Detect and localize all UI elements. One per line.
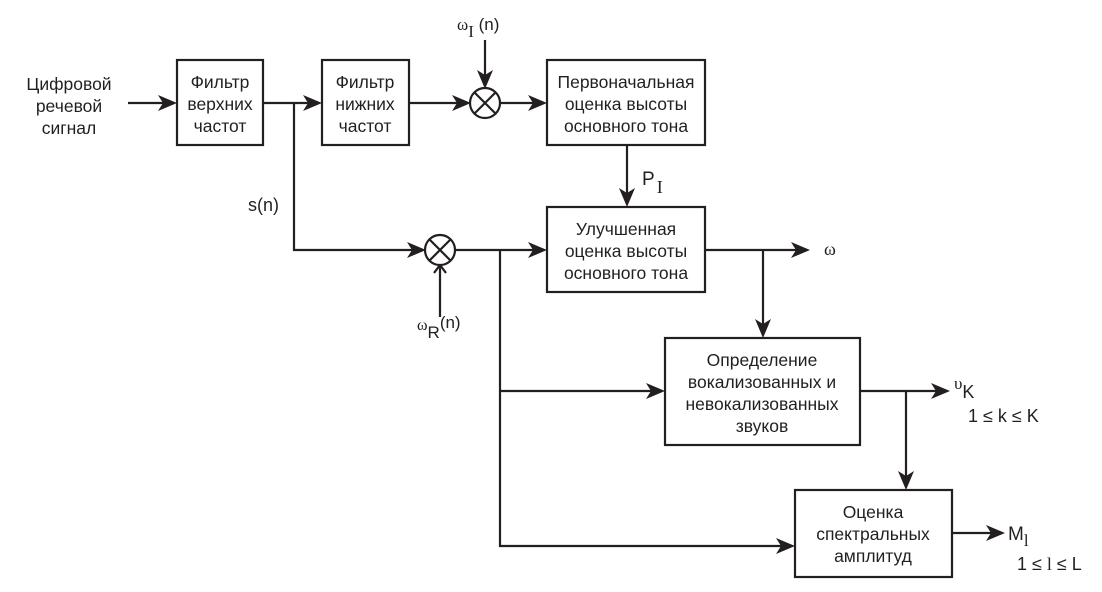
subscript: R xyxy=(428,323,440,342)
block-low-pass-filter: Фильтр нижних частот xyxy=(320,58,411,147)
block-label-line: Оценка xyxy=(843,502,904,522)
subscript: K xyxy=(962,382,974,402)
block-label-line: амплитуд xyxy=(834,546,912,566)
block-label-line: основного тона xyxy=(564,263,688,283)
block-refined-pitch-estimate: Улучшенная оценка высоты основного тона xyxy=(545,205,707,294)
m-l-symbol: Ml xyxy=(1008,524,1029,550)
block-label-line: основного тона xyxy=(564,116,688,136)
wire-branch-bus xyxy=(498,250,786,548)
block-label-line: частот xyxy=(194,116,247,136)
multiplier-2 xyxy=(423,233,457,267)
block-label-line: верхних xyxy=(187,94,253,114)
arrowhead-icon xyxy=(452,95,471,111)
arrowhead-icon xyxy=(755,319,771,338)
p-symbol: P xyxy=(642,169,655,190)
omega-symbol: ω xyxy=(417,317,428,334)
argument: (n) xyxy=(440,313,461,332)
m-l-range: 1 ≤ l ≤ L xyxy=(1017,554,1082,574)
block-label-line: звуков xyxy=(736,416,789,436)
range-suffix: ≤ L xyxy=(1052,554,1082,574)
block-frame xyxy=(663,336,862,447)
block-label-line: спектральных xyxy=(816,524,930,544)
signal-m-l-label: Ml 1 ≤ l ≤ L xyxy=(1008,524,1082,574)
block-frame xyxy=(175,58,265,147)
input-label-line-3: сигнал xyxy=(42,118,97,138)
arrowhead-icon xyxy=(776,538,795,554)
arrowhead-icon xyxy=(528,95,547,111)
subscript: I xyxy=(657,177,663,197)
block-voicing-decision: Определение вокализованных и невокализов… xyxy=(663,336,862,447)
v-k-range: 1 ≤ k ≤ K xyxy=(968,406,1039,426)
block-label-line: невокализованных xyxy=(685,394,838,414)
arrowhead-icon xyxy=(303,95,322,111)
v-k-symbol: υK xyxy=(954,374,974,402)
arrowhead-icon xyxy=(619,188,635,207)
block-label-line: Улучшенная xyxy=(576,219,676,239)
arrowhead-icon xyxy=(407,242,426,258)
block-label-line: частот xyxy=(339,116,392,136)
arrowhead-icon xyxy=(528,242,547,258)
signal-omega-output-label: ω xyxy=(824,239,836,259)
input-label-line-1: Цифровой xyxy=(26,74,111,94)
block-frame xyxy=(545,58,707,147)
multiply-cross-icon xyxy=(428,238,452,262)
block-label-line: Фильтр xyxy=(336,72,395,92)
block-frame xyxy=(793,488,954,579)
block-frame xyxy=(320,58,411,147)
arrowhead-icon xyxy=(646,383,665,399)
arrowhead-icon xyxy=(898,471,914,490)
block-label-line: оценка высоты xyxy=(565,241,687,261)
signal-s-n-label: s(n) xyxy=(248,195,279,215)
multiply-cross-icon xyxy=(473,91,497,115)
block-label-line: Определение xyxy=(707,350,818,370)
block-label-line: Фильтр xyxy=(191,72,250,92)
arrowhead-icon xyxy=(791,242,810,258)
input-signal-label: Цифровой речевой сигнал xyxy=(26,74,111,138)
arrowhead-icon xyxy=(477,70,493,89)
subscript: l xyxy=(1024,531,1029,550)
block-label-line: нижних xyxy=(335,94,395,114)
block-frame xyxy=(545,205,707,294)
subscript: I xyxy=(468,22,474,41)
signal-omega-r-label: ωR(n) xyxy=(417,313,461,342)
block-spectral-amplitude-estimate: Оценка спектральных амплитуд xyxy=(793,488,954,579)
block-initial-pitch-estimate: Первоначальная оценка высоты основного т… xyxy=(545,58,707,147)
arrowhead-icon xyxy=(931,383,950,399)
arrowhead-icon xyxy=(986,525,1005,541)
upsilon-symbol: υ xyxy=(954,374,962,393)
block-label-line: Первоначальная xyxy=(558,72,695,92)
multiplier-1 xyxy=(468,86,502,120)
range-prefix: 1 ≤ xyxy=(1017,554,1047,574)
block-label-line: вокализованных и xyxy=(688,372,836,392)
arrowhead-icon xyxy=(158,95,177,111)
range-variable: l xyxy=(1047,554,1052,574)
block-high-pass-filter: Фильтр верхних частот xyxy=(175,58,265,147)
block-label-line: оценка высоты xyxy=(565,94,687,114)
argument: (n) xyxy=(474,15,500,34)
input-label-line-2: речевой xyxy=(36,96,102,116)
signal-v-k-label: υK 1 ≤ k ≤ K xyxy=(954,374,1039,426)
signal-omega-i-label: ωI (n) xyxy=(457,15,499,41)
m-symbol: M xyxy=(1008,524,1024,545)
omega-symbol: ω xyxy=(457,15,468,34)
wire-s-n-branch xyxy=(292,103,417,252)
